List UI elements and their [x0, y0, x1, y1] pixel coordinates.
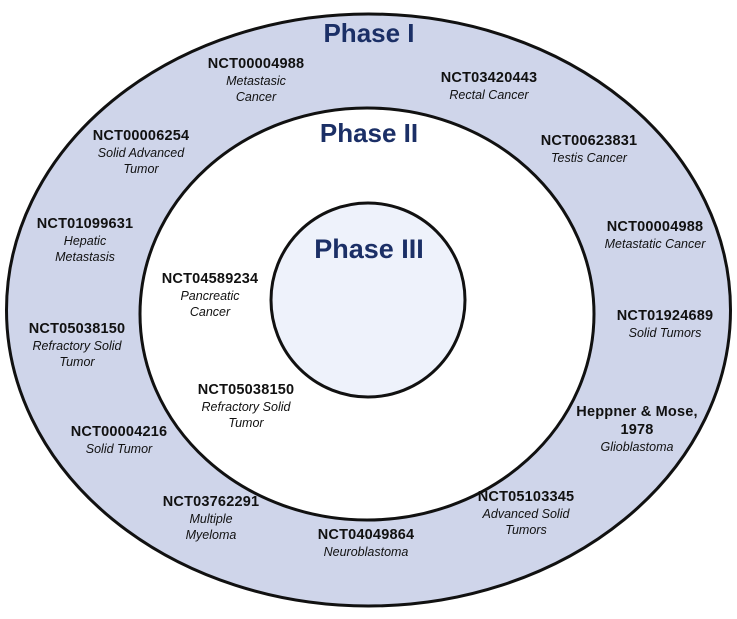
trial-label: NCT00004216 Solid Tumor: [71, 423, 168, 457]
trial-condition: Solid Tumors: [628, 326, 702, 340]
trial-label: NCT01099631 Hepatic Metastasis: [37, 215, 134, 265]
trial-condition: Solid Advanced: [97, 146, 185, 160]
trial-label: NCT01924689 Solid Tumors: [617, 307, 714, 341]
trial-label: NCT03420443 Rectal Cancer: [441, 69, 538, 103]
trial-condition: Testis Cancer: [551, 151, 627, 165]
trial-condition: Tumors: [505, 523, 547, 537]
trial-condition: Metastasis: [55, 250, 115, 264]
trial-condition: Rectal Cancer: [449, 88, 529, 102]
trial-condition: Tumor: [228, 416, 264, 430]
trial-label: NCT04049864 Neuroblastoma: [318, 526, 415, 560]
trial-condition: Cancer: [189, 305, 231, 319]
trial-condition: Hepatic: [63, 234, 107, 248]
trial-id: NCT00004988: [207, 56, 305, 72]
trial-label: NCT04589234 Pancreatic Cancer: [162, 270, 259, 320]
trial-label: NCT00623831 Testis Cancer: [541, 132, 638, 166]
trial-condition: Glioblastoma: [600, 440, 674, 454]
trial-id: NCT00006254: [92, 128, 190, 144]
trial-id: NCT04049864: [317, 527, 415, 543]
trial-id: NCT05038150: [197, 382, 295, 398]
trial-id: NCT00004988: [606, 219, 704, 235]
trial-id: NCT01099631: [36, 216, 134, 232]
trial-id: NCT05038150: [28, 321, 126, 337]
trial-id: 1978: [620, 422, 654, 438]
trial-id: NCT01924689: [616, 308, 714, 324]
trial-label: NCT05038150 Refractory Solid Tumor: [198, 381, 295, 431]
trial-label: NCT00004988 Metastasic Cancer: [208, 55, 305, 105]
trial-condition: Multiple: [189, 512, 233, 526]
trial-id: NCT04589234: [161, 271, 259, 287]
trial-condition: Metastasic: [226, 74, 286, 88]
trial-condition: Tumor: [59, 355, 95, 369]
trial-label: NCT05103345 Advanced Solid Tumors: [478, 488, 575, 538]
trial-id: NCT00623831: [540, 133, 638, 149]
trial-label: NCT00006254 Solid Advanced Tumor: [93, 127, 190, 177]
phase-3-title: Phase III: [314, 234, 424, 264]
phase-3-core: [269, 201, 467, 399]
trial-condition: Refractory Solid: [32, 339, 122, 353]
trial-condition: Refractory Solid: [201, 400, 291, 414]
trial-condition: Cancer: [235, 90, 277, 104]
trial-condition: Pancreatic: [180, 289, 240, 303]
trial-condition: Myeloma: [185, 528, 237, 542]
trial-id: NCT03420443: [440, 70, 538, 86]
trial-condition: Solid Tumor: [85, 442, 153, 456]
phase-1-title: Phase I: [323, 18, 415, 48]
trial-id: NCT03762291: [162, 494, 260, 510]
phase-2-title: Phase II: [319, 118, 419, 148]
trial-condition: Advanced Solid: [482, 507, 570, 521]
trial-condition: Neuroblastoma: [323, 545, 409, 559]
trial-label: Heppner & Mose, 1978 Glioblastoma: [576, 403, 697, 455]
trial-label: NCT05038150 Refractory Solid Tumor: [29, 320, 126, 370]
trial-id: NCT00004216: [70, 424, 168, 440]
trial-id: NCT05103345: [477, 489, 575, 505]
trial-condition: Metastatic Cancer: [604, 237, 706, 251]
trial-label: NCT00004988 Metastatic Cancer: [605, 218, 706, 252]
trial-label: NCT03762291 Multiple Myeloma: [163, 493, 260, 543]
trial-id: Heppner & Mose,: [576, 404, 698, 420]
trial-condition: Tumor: [123, 162, 159, 176]
